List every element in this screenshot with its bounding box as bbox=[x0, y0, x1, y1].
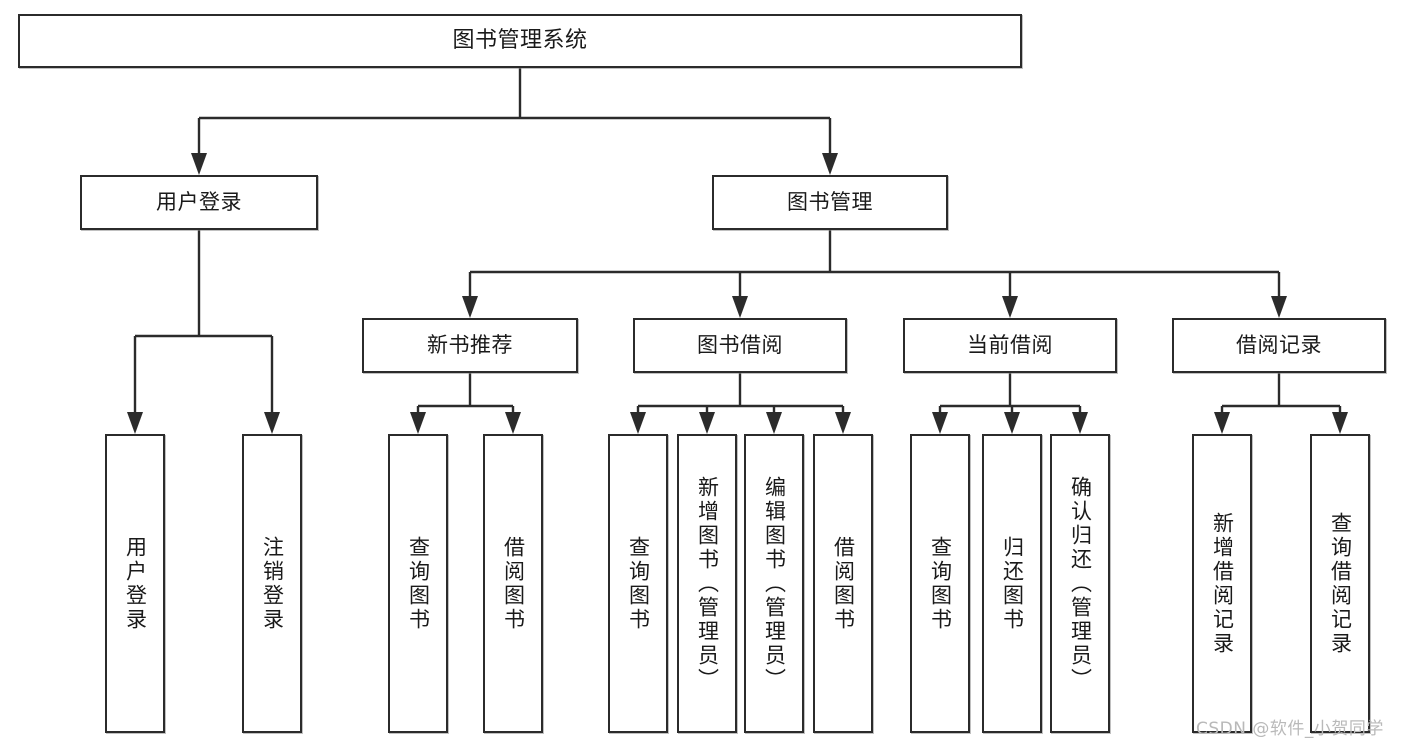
node-leaf-add-book[interactable]: 新增图书（管理员） bbox=[677, 434, 737, 733]
node-label-leaf-query-book-b: 查询图书 bbox=[626, 535, 651, 632]
arrow-icon-leaf-query-book-b bbox=[630, 412, 646, 434]
node-book-borrow[interactable]: 图书借阅 bbox=[633, 318, 847, 373]
node-label-leaf-return-book: 归还图书 bbox=[1000, 535, 1025, 632]
node-leaf-query-book-c[interactable]: 查询图书 bbox=[910, 434, 970, 733]
watermark-text: CSDN @软件_小贺同学 bbox=[1196, 719, 1384, 739]
node-leaf-query-book-a[interactable]: 查询图书 bbox=[388, 434, 448, 733]
node-label-leaf-borrow-book-b: 借阅图书 bbox=[831, 535, 856, 632]
arrow-icon-book-borrow bbox=[732, 296, 748, 318]
node-label-leaf-confirm-return: 确认归还（管理员） bbox=[1068, 475, 1093, 692]
node-leaf-confirm-return[interactable]: 确认归还（管理员） bbox=[1050, 434, 1110, 733]
arrow-icon-book-manage bbox=[822, 153, 838, 175]
node-new-book-rec[interactable]: 新书推荐 bbox=[362, 318, 578, 373]
node-label-leaf-logout: 注销登录 bbox=[260, 535, 285, 632]
node-book-manage[interactable]: 图书管理 bbox=[712, 175, 948, 230]
node-label-book-borrow: 图书借阅 bbox=[697, 332, 783, 357]
node-label-book-manage: 图书管理 bbox=[787, 189, 873, 214]
node-label-leaf-add-book: 新增图书（管理员） bbox=[695, 475, 720, 692]
node-leaf-query-record[interactable]: 查询借阅记录 bbox=[1310, 434, 1370, 733]
node-label-leaf-query-book-c: 查询图书 bbox=[928, 535, 953, 632]
node-label-leaf-user-login: 用户登录 bbox=[123, 535, 148, 632]
arrow-icon-leaf-logout bbox=[264, 412, 280, 434]
arrow-icon-leaf-query-book-a bbox=[410, 412, 426, 434]
arrow-icon-new-book-rec bbox=[462, 296, 478, 318]
node-label-leaf-edit-book: 编辑图书（管理员） bbox=[762, 475, 787, 692]
node-current-borrow[interactable]: 当前借阅 bbox=[903, 318, 1117, 373]
node-leaf-add-record[interactable]: 新增借阅记录 bbox=[1192, 434, 1252, 733]
node-label-leaf-borrow-book-a: 借阅图书 bbox=[501, 535, 526, 632]
node-label-borrow-record: 借阅记录 bbox=[1236, 332, 1322, 357]
arrow-icon-user-login bbox=[191, 153, 207, 175]
node-label-leaf-add-record: 新增借阅记录 bbox=[1210, 511, 1235, 656]
node-leaf-query-book-b[interactable]: 查询图书 bbox=[608, 434, 668, 733]
node-label-leaf-query-record: 查询借阅记录 bbox=[1328, 511, 1353, 656]
arrow-icon-leaf-user-login bbox=[127, 412, 143, 434]
node-leaf-logout[interactable]: 注销登录 bbox=[242, 434, 302, 733]
node-leaf-borrow-book-a[interactable]: 借阅图书 bbox=[483, 434, 543, 733]
node-leaf-return-book[interactable]: 归还图书 bbox=[982, 434, 1042, 733]
node-user-login[interactable]: 用户登录 bbox=[80, 175, 318, 230]
node-leaf-borrow-book-b[interactable]: 借阅图书 bbox=[813, 434, 873, 733]
arrow-icon-borrow-record bbox=[1271, 296, 1287, 318]
node-label-user-login: 用户登录 bbox=[156, 189, 242, 214]
node-label-leaf-query-book-a: 查询图书 bbox=[406, 535, 431, 632]
arrow-icon-leaf-query-book-c bbox=[932, 412, 948, 434]
arrow-icon-leaf-confirm-return bbox=[1072, 412, 1088, 434]
arrow-icon-leaf-borrow-book-b bbox=[835, 412, 851, 434]
arrow-icon-leaf-add-record bbox=[1214, 412, 1230, 434]
node-borrow-record[interactable]: 借阅记录 bbox=[1172, 318, 1386, 373]
node-root[interactable]: 图书管理系统 bbox=[18, 14, 1022, 68]
arrow-icon-leaf-borrow-book-a bbox=[505, 412, 521, 434]
node-leaf-user-login[interactable]: 用户登录 bbox=[105, 434, 165, 733]
node-label-new-book-rec: 新书推荐 bbox=[427, 332, 513, 357]
node-label-current-borrow: 当前借阅 bbox=[967, 332, 1053, 357]
arrow-icon-leaf-edit-book bbox=[766, 412, 782, 434]
arrow-icon-leaf-add-book bbox=[699, 412, 715, 434]
node-label-root: 图书管理系统 bbox=[452, 27, 588, 53]
arrow-icon-leaf-query-record bbox=[1332, 412, 1348, 434]
node-leaf-edit-book[interactable]: 编辑图书（管理员） bbox=[744, 434, 804, 733]
arrow-icon-current-borrow bbox=[1002, 296, 1018, 318]
arrow-icon-leaf-return-book bbox=[1004, 412, 1020, 434]
